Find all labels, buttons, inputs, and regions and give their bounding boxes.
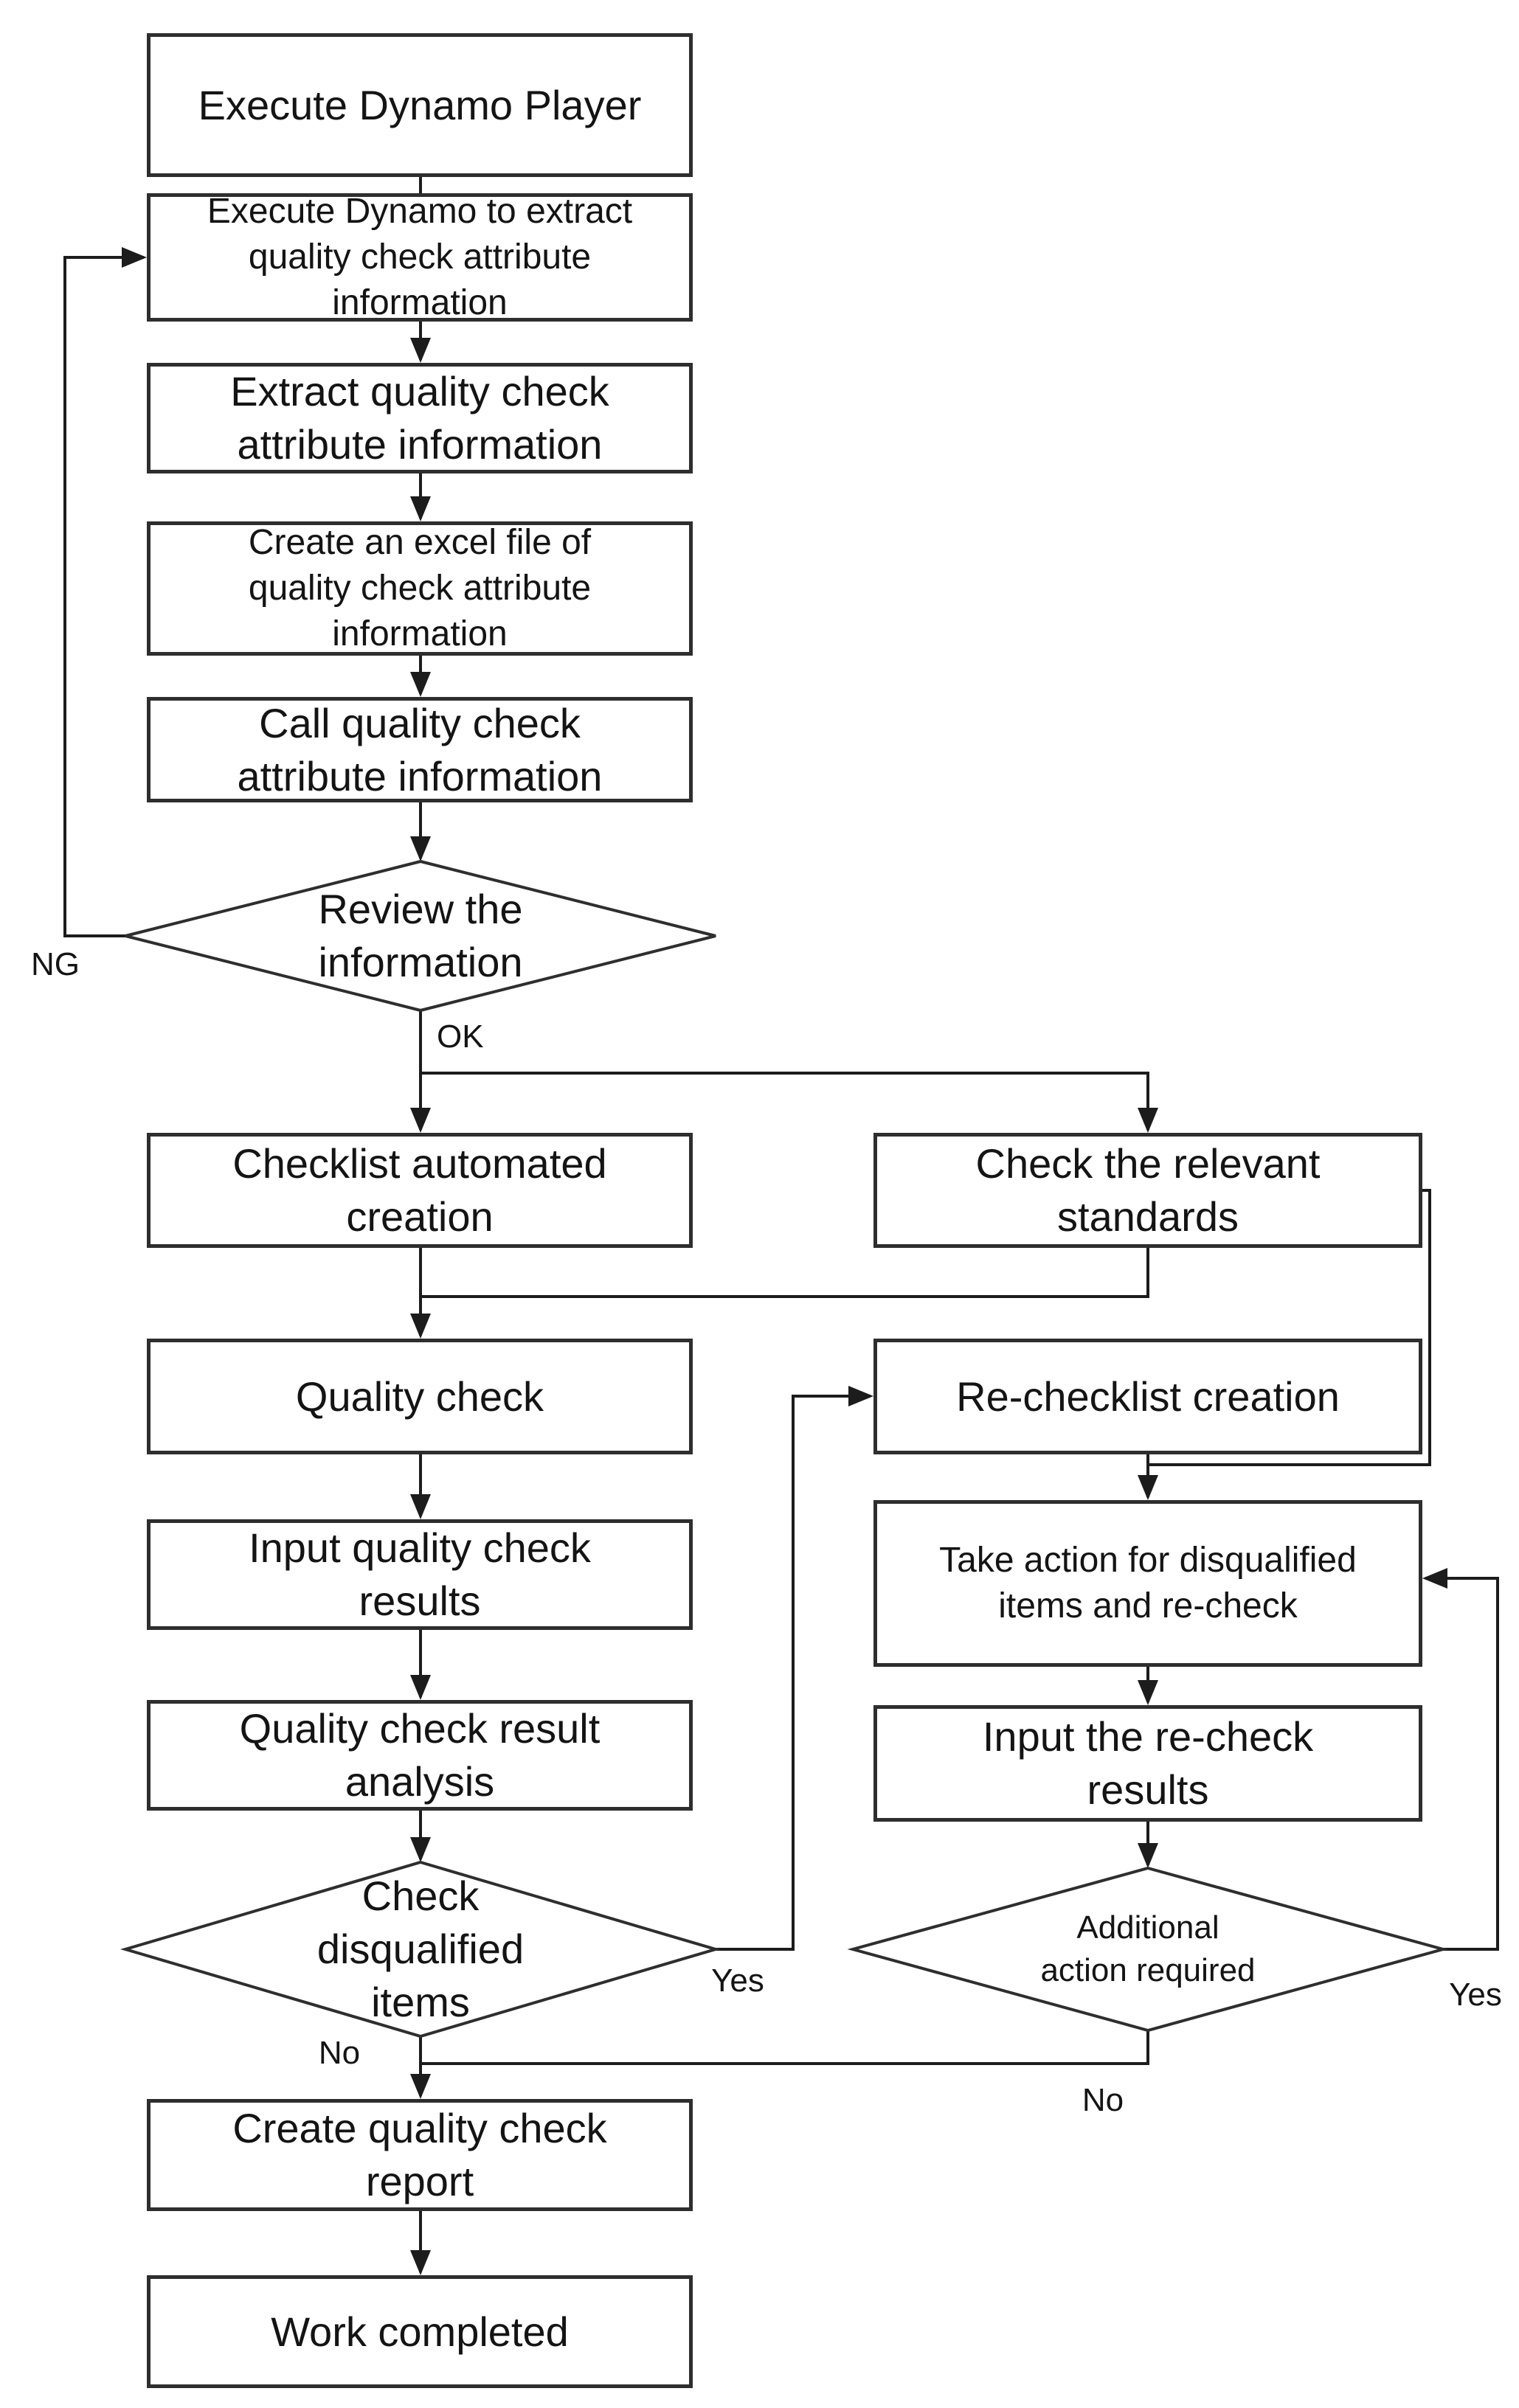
node-label-line: items — [371, 1979, 470, 2025]
node-execute-dynamo-to-extract: Execute Dynamo to extract quality check … — [147, 192, 693, 322]
connector-ng-loop — [63, 247, 147, 937]
connector-yes-loop-right — [1422, 1568, 1499, 1951]
node-input-recheck-results: Input the re-check results — [873, 1705, 1422, 1822]
edge-label-no-right: No — [1082, 2082, 1124, 2118]
node-label-line: results — [359, 1578, 481, 1624]
node-label-line: report — [365, 2158, 474, 2204]
node-work-completed: Work completed — [147, 2275, 693, 2388]
node-label-line: Additional — [1076, 1909, 1219, 1946]
node-checklist-automated-creation: Checklist automated creation — [147, 1133, 693, 1248]
node-label-line: Re-checklist creation — [956, 1373, 1340, 1420]
node-label-line: Execute Dynamo Player — [198, 81, 642, 128]
node-execute-dynamo-player: Execute Dynamo Player — [147, 33, 693, 177]
decision-review-information: Review the information — [251, 883, 590, 989]
edge-label-yes-right: Yes — [1449, 1977, 1502, 2013]
connector-yes-to-rechecklist — [716, 1386, 873, 1951]
node-label-line: information — [332, 614, 508, 653]
decision-disqualified-shape — [120, 1860, 722, 2039]
node-label-line: Call quality check — [259, 699, 581, 746]
edge-label-yes-left: Yes — [711, 1963, 764, 1999]
node-label-line: standards — [1057, 1193, 1239, 1240]
connector-standards-to-take-action — [1148, 1189, 1431, 1466]
node-label-line: Input the re-check — [982, 1713, 1314, 1760]
decision-review-shape — [125, 859, 716, 1013]
node-label-line: Quality check result — [239, 1705, 601, 1752]
node-label-line: Create an excel file of — [248, 523, 592, 562]
node-create-quality-check-report: Create quality check report — [147, 2099, 693, 2211]
node-label-line: Check — [361, 1873, 480, 1919]
node-label-line: attribute information — [237, 421, 603, 468]
decision-additional-shape — [847, 1866, 1449, 2033]
node-label-line: Checklist automated — [232, 1140, 607, 1187]
node-label-line: items and re-check — [998, 1586, 1298, 1625]
node-label-line: information — [332, 283, 508, 322]
node-label-line: Extract quality check — [230, 368, 609, 414]
node-label-line: creation — [346, 1193, 494, 1240]
edge-label-no-left: No — [318, 2035, 361, 2071]
connector-standards-merge — [422, 1248, 1149, 1298]
node-label-line: quality check attribute — [248, 569, 592, 608]
node-take-action-disqualified: Take action for disqualified items and r… — [873, 1500, 1422, 1667]
node-label-line: Create quality check — [232, 2105, 607, 2151]
connector-ok-to-standards — [421, 1072, 1158, 1133]
node-label-line: Check the relevant — [975, 1140, 1321, 1187]
node-label-line: Input quality check — [249, 1524, 591, 1571]
node-label-line: Take action for disqualified — [939, 1541, 1357, 1580]
node-create-excel-file: Create an excel file of quality check at… — [147, 521, 693, 656]
node-label-line: quality check attribute — [248, 237, 592, 277]
node-label-line: Quality check — [295, 1373, 544, 1420]
decision-additional-action-required: Additional action required — [986, 1906, 1310, 1992]
node-label-line: attribute information — [237, 752, 603, 799]
node-label-line: results — [1087, 1766, 1209, 1813]
node-label-line: disqualified — [316, 1926, 525, 1972]
edge-label-ng: NG — [31, 946, 80, 982]
node-rechecklist-creation: Re-checklist creation — [873, 1339, 1422, 1454]
node-label-line: Work completed — [271, 2308, 569, 2355]
node-label-line: information — [318, 939, 523, 985]
node-label-line: action required — [1040, 1952, 1256, 1988]
node-label-line: Review the — [318, 886, 523, 932]
edge-label-ok: OK — [437, 1019, 484, 1055]
node-input-quality-check-results: Input quality check results — [147, 1519, 693, 1630]
node-call-quality-info: Call quality check attribute information — [147, 697, 693, 802]
node-check-relevant-standards: Check the relevant standards — [873, 1133, 1422, 1248]
connector-no-right-merge — [421, 2030, 1149, 2065]
node-quality-check-result-analysis: Quality check result analysis — [147, 1700, 693, 1811]
node-extract-quality-info: Extract quality check attribute informat… — [147, 363, 693, 473]
node-label-line: Execute Dynamo to extract — [207, 192, 633, 231]
decision-check-disqualified-items: Check disqualified items — [273, 1870, 568, 2029]
node-quality-check: Quality check — [147, 1339, 693, 1454]
node-label-line: analysis — [345, 1758, 495, 1805]
